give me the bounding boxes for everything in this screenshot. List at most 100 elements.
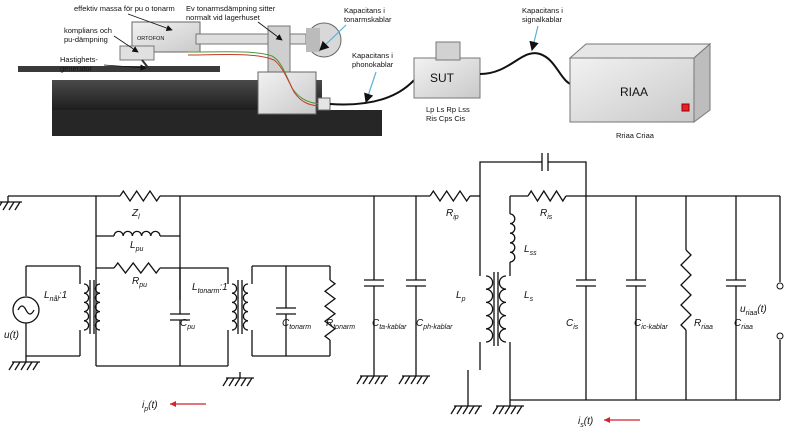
label-l-ss: Lss <box>524 244 537 257</box>
resistor-r-ip <box>429 189 471 203</box>
riaa-box-top <box>568 43 712 59</box>
label-c-ic: Cic-kablar <box>634 318 668 331</box>
ground-sut-s-hatch <box>498 405 505 415</box>
annotation-phono-cap-2: phonokablar <box>352 60 394 69</box>
label-r-riaa: Rriaa <box>694 318 713 331</box>
riaa-button <box>681 103 690 112</box>
annotation-signal-cap-2: signalkablar <box>522 15 563 24</box>
arm-wire-red <box>187 53 323 107</box>
pointer-effective-mass <box>127 13 173 32</box>
ground-ta-hatch <box>374 375 381 385</box>
sut-box: SUT <box>413 41 481 99</box>
ground-sut-s-hatch <box>504 405 511 415</box>
annotation-effective-mass: effektiv massa för pu o tonarm <box>74 4 175 13</box>
label-current-s: is(t) <box>578 416 593 429</box>
label-c-ta: Cta-kablar <box>372 318 407 331</box>
plinth-base <box>52 110 382 136</box>
label-l-p: Lp <box>456 290 466 303</box>
armbase <box>257 71 317 115</box>
ground-left-hatch <box>14 201 21 211</box>
ground-sut-p-hatch <box>474 405 481 415</box>
ground-sut-p-hatch <box>468 405 475 415</box>
label-transformer-pu: Lnål:1 <box>44 290 67 303</box>
turntable-illustration: ORTOFON SUT RIAA Lp Ls Rp Lss Ris Cps Ci… <box>18 4 712 140</box>
resistor-r-is <box>527 189 567 203</box>
counterweight-core <box>306 28 320 52</box>
riaa-params: Rriaa Criaa <box>616 131 655 140</box>
label-r-pu: Rpu <box>132 276 147 289</box>
annotation-generator-2: generator <box>60 64 93 73</box>
label-l-pu: Lpu <box>130 240 143 253</box>
label-c-tonarm: Ctonarm <box>282 318 311 331</box>
annotation-damping-1: Ev tonarmsdämpning sitter <box>186 4 276 13</box>
label-c-ph: Cph-kablar <box>416 318 453 331</box>
output-terminal-bottom <box>776 332 784 340</box>
resistor-z <box>119 189 161 203</box>
riaa-box-front <box>569 57 695 123</box>
signal-cable <box>479 52 577 87</box>
ground-source-hatch <box>14 361 21 371</box>
annotation-signal-cap-1: Kapacitans i <box>522 6 563 15</box>
ground-arm-hatch <box>228 377 235 387</box>
resistor-r-pu <box>113 261 161 275</box>
cartridge-brand: ORTOFON <box>137 36 164 42</box>
output-terminal-top <box>776 282 784 290</box>
wire-source-bottom <box>25 323 80 357</box>
ground-left-hatch <box>0 201 3 207</box>
transformer-arm-primary <box>231 283 238 331</box>
label-transformer-arm: Ltonarm:1 <box>192 282 228 295</box>
ground-source-hatch <box>8 361 15 371</box>
current-s-arrowhead <box>604 417 610 423</box>
wire-cps <box>479 161 530 196</box>
pointer-compliance <box>113 35 139 53</box>
ground-source-hatch <box>32 361 39 371</box>
circuit-wiring <box>0 153 784 423</box>
resistor-r-tonarm <box>323 279 337 341</box>
ground-ph-hatch <box>422 375 429 385</box>
riaa-title: RIAA <box>620 85 648 99</box>
ground-sut-s-hatch <box>510 405 517 415</box>
sut-box-body <box>413 57 481 99</box>
ground-ta-hatch <box>362 375 369 385</box>
label-r-tonarm: Rtonarm <box>326 318 355 331</box>
wire-arm <box>180 267 229 284</box>
ground-source-hatch <box>26 361 33 371</box>
label-c-pu: Cpu <box>180 318 195 331</box>
ground-ph-hatch <box>404 375 411 385</box>
ground-ta-hatch <box>380 375 387 385</box>
label-current-p: ip(t) <box>142 400 158 413</box>
ground-sut-p-hatch <box>462 405 469 415</box>
label-r-ip: Rip <box>446 208 459 221</box>
pointer-tonearm-cap <box>319 24 347 51</box>
transformer-pu-primary <box>83 283 90 331</box>
label-l-s: Ls <box>524 290 534 303</box>
transformer-sut-secondary <box>498 275 507 343</box>
label-output: uriaa(t) <box>740 304 767 317</box>
ground-ta-hatch <box>356 375 363 385</box>
ground-ph-hatch <box>410 375 417 385</box>
ground-ph-hatch <box>398 375 405 385</box>
sut-params-2: Ris Cps Cis <box>426 114 465 123</box>
pointer-phono-cap <box>364 71 377 104</box>
ground-sut-p-hatch <box>456 405 463 415</box>
annotation-compliance-1: komplians och <box>64 26 112 35</box>
circuit-labels: u(t) Lnål:1 Zl Lpu Rpu Cpu Ltonarm:1 Cto… <box>4 208 767 429</box>
label-source: u(t) <box>4 330 19 341</box>
annotation-tonearm-cap-2: tonarmskablar <box>344 15 392 24</box>
annotation-damping-2: normalt vid lagerhuset <box>186 13 261 22</box>
ground-arm-hatch <box>234 377 241 387</box>
annotation-compliance-2: pu-dämpning <box>64 35 108 44</box>
ground-left-hatch <box>2 201 9 211</box>
transformer-sut-primary <box>485 275 494 343</box>
label-r-is: Ris <box>540 208 553 221</box>
ground-sut-s-hatch <box>492 405 499 415</box>
transformer-arm-secondary <box>242 283 249 331</box>
ground-left-hatch <box>8 201 15 211</box>
riaa-box-side <box>693 42 711 123</box>
annotation-phono-cap-1: Kapacitans i <box>352 51 393 60</box>
ground-arm-hatch <box>222 377 229 387</box>
wire-cps <box>560 161 587 196</box>
inductor-l-pu <box>113 230 161 237</box>
sut-box-knob <box>435 41 461 61</box>
arm-wire-green <box>187 51 321 105</box>
